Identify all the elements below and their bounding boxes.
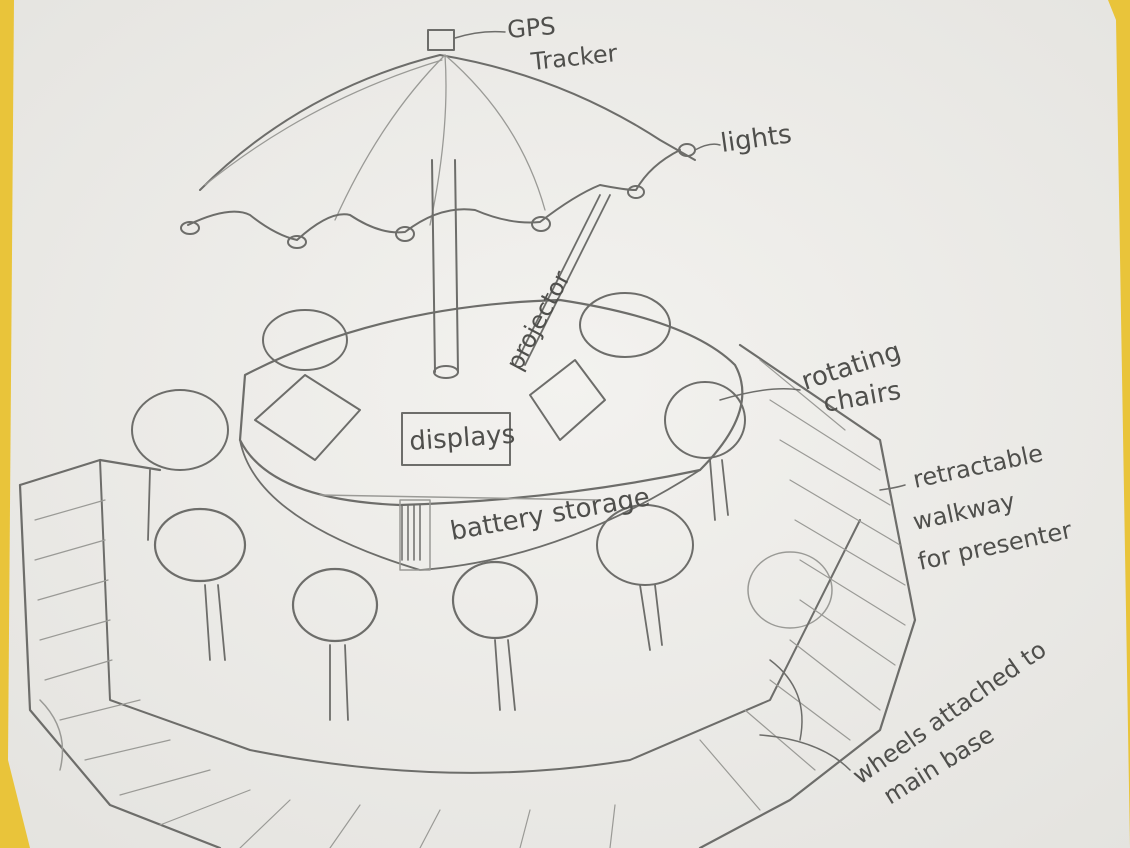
label-gps: GPS	[506, 12, 557, 44]
